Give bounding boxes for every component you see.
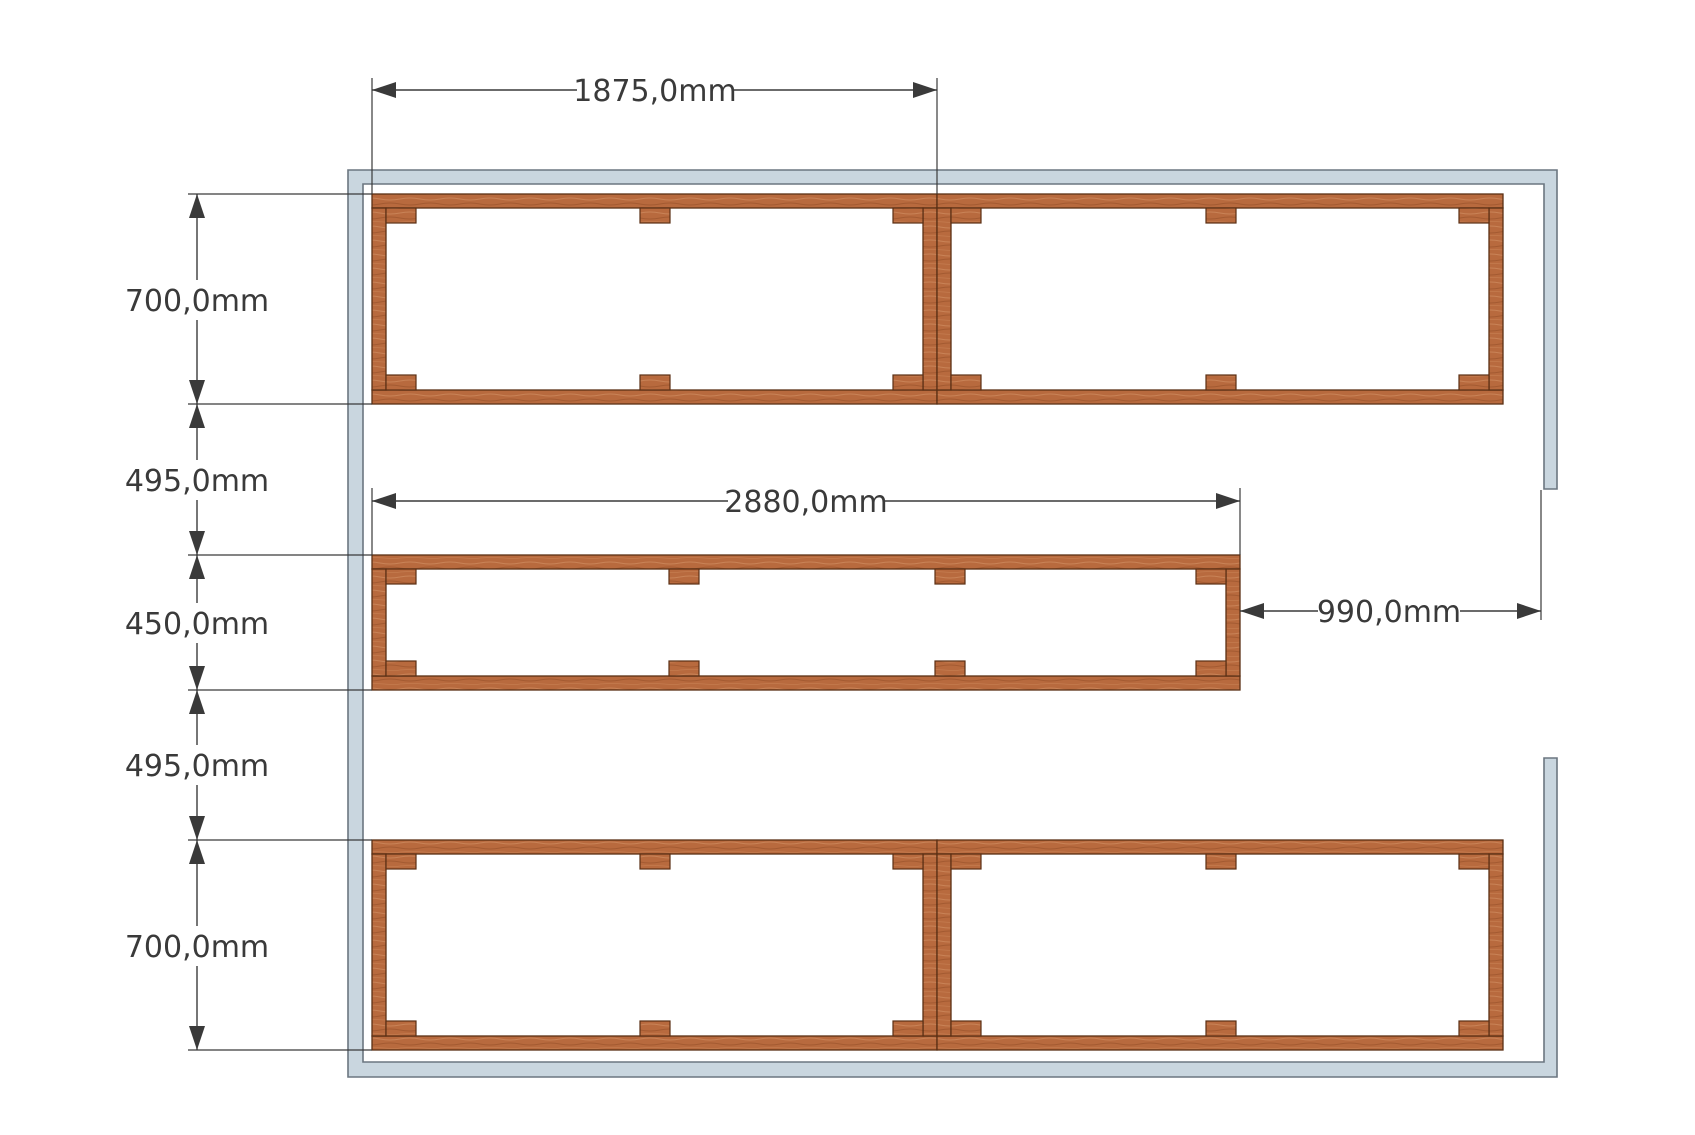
dimension-gap-right: 990,0mm	[1240, 490, 1542, 630]
bed-middle	[371, 554, 1241, 691]
bed-top-right-frame	[936, 193, 1504, 405]
bed-bottom-left-frame	[371, 839, 938, 1051]
dimension-label-aisle-lower: 495,0mm	[125, 749, 269, 784]
dimension-label-aisle-upper: 495,0mm	[125, 464, 269, 499]
dimension-label-bed-top-depth: 700,0mm	[125, 284, 269, 319]
dimension-label-top-width: 1875,0mm	[573, 74, 736, 109]
dimension-label-bed-bottom-depth: 700,0mm	[125, 930, 269, 965]
bed-bottom-right-frame	[936, 839, 1504, 1051]
dimension-top-width: 1875,0mm	[371, 74, 938, 194]
container-wall	[347, 169, 1558, 1078]
bed-top	[371, 193, 1504, 405]
dimension-label-bed-middle-depth: 450,0mm	[125, 607, 269, 642]
dimension-vertical-chain: 700,0mm 495,0mm 450,0mm 495,0mm 700,0mm	[125, 193, 372, 1051]
dimension-middle-width: 2880,0mm	[371, 485, 1241, 555]
dimension-label-middle-width: 2880,0mm	[724, 485, 887, 520]
dimension-label-gap-right: 990,0mm	[1317, 595, 1461, 630]
bed-bottom	[371, 839, 1504, 1051]
bed-top-left-frame	[371, 193, 938, 405]
